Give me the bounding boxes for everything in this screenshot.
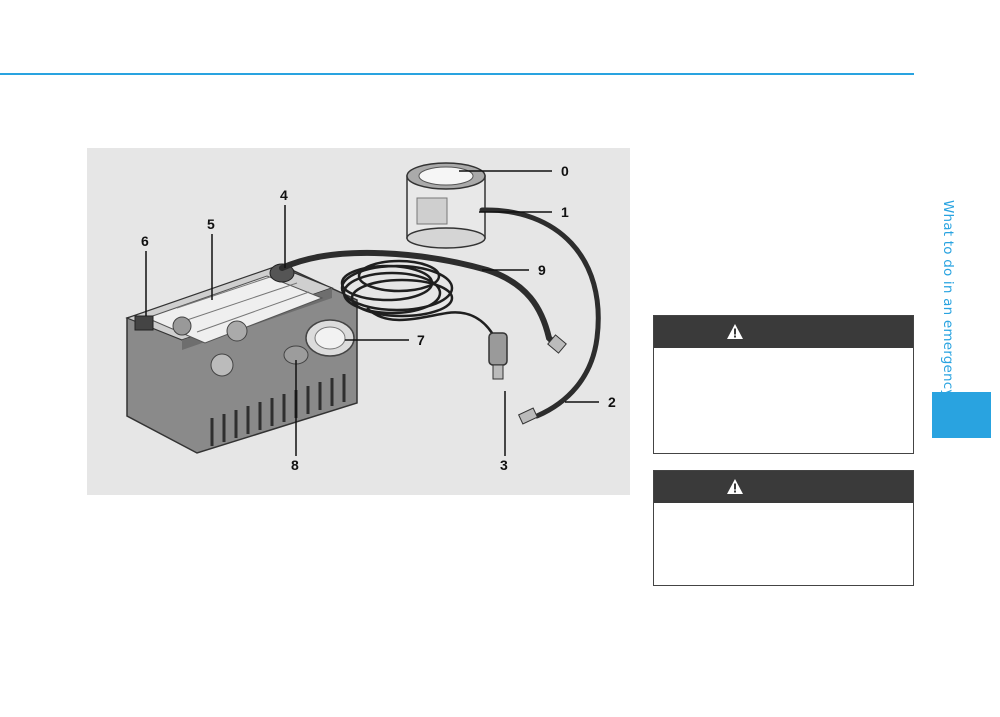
header-rule: [0, 73, 914, 75]
sealant-hose: [479, 207, 601, 419]
compressor-hose: [279, 250, 560, 349]
power-plug: [488, 332, 508, 380]
callout-0: 0: [561, 163, 569, 179]
warning-triangle-icon: [727, 324, 743, 339]
kit-drawing: 0 1 2 3 4 5 6 7 8 9: [125, 162, 616, 473]
callout-6: 6: [141, 233, 149, 249]
callout-9: 9: [538, 262, 546, 278]
callout-1: 1: [561, 204, 569, 220]
sealant-bottle: [406, 162, 486, 249]
chapter-tab-label: What to do in an emergency: [940, 200, 956, 398]
callout-2: 2: [608, 394, 616, 410]
callout-5: 5: [207, 216, 215, 232]
warning-triangle-icon: [727, 479, 743, 494]
warning-header: [654, 316, 913, 348]
callout-7: 7: [417, 332, 425, 348]
warning-header: [654, 471, 913, 503]
chapter-tab: What to do in an emergency: [934, 200, 964, 398]
callout-8: 8: [291, 457, 299, 473]
tire-mobility-kit-illustration: 0 1 2 3 4 5 6 7 8 9: [87, 148, 630, 495]
compressor-body: [125, 263, 358, 454]
warning-box-2: [653, 470, 914, 586]
warning-box-1: [653, 315, 914, 454]
callout-4: 4: [280, 187, 288, 203]
callout-3: 3: [500, 457, 508, 473]
power-cable-coil: [340, 259, 494, 334]
chapter-tab-marker: [932, 392, 991, 438]
